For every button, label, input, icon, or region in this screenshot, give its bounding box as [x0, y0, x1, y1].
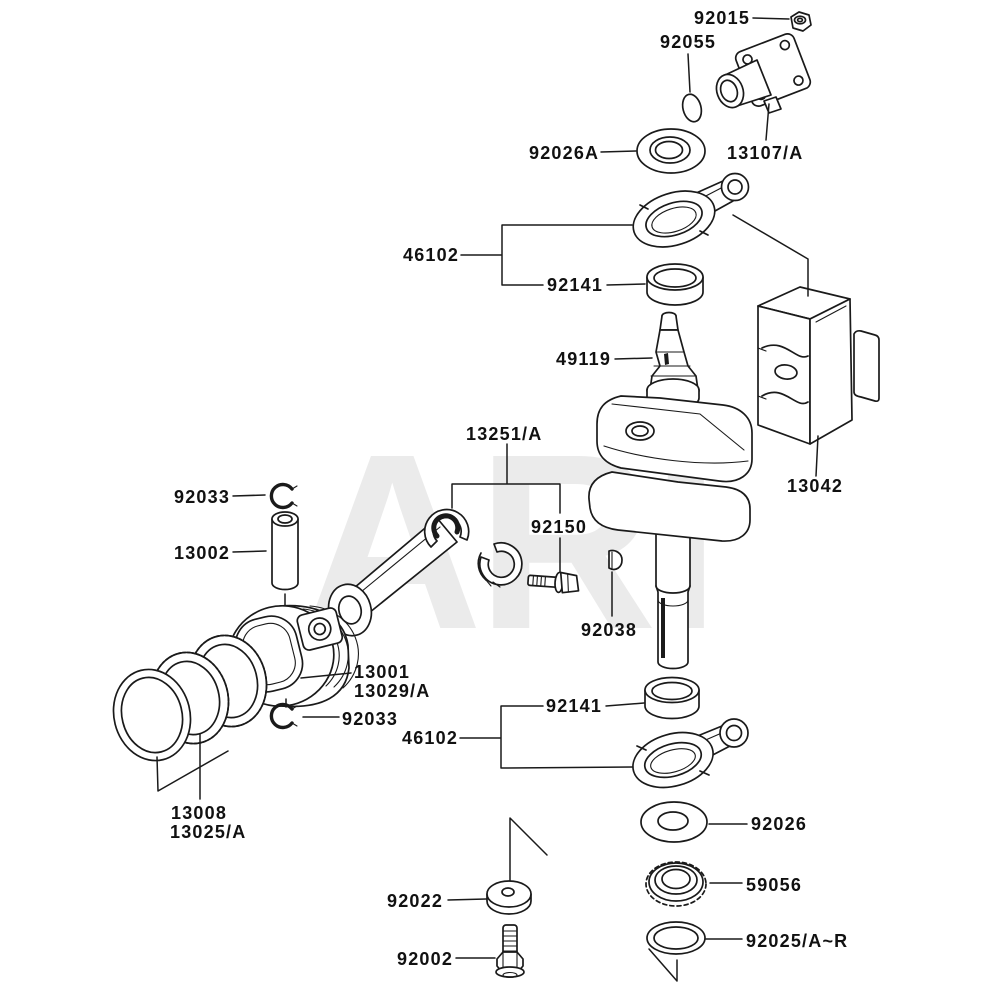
part-label-92026: 92026	[751, 814, 807, 834]
part-label-92141-bottom: 92141	[546, 696, 602, 716]
part-label-92022: 92022	[387, 891, 443, 911]
damper-washer-drawing	[486, 817, 548, 915]
oring-drawing	[681, 93, 703, 123]
part-label-92002: 92002	[397, 949, 453, 969]
balancer-weight-drawing	[757, 286, 880, 445]
piston-rings-drawing	[112, 634, 268, 762]
part-label-92150: 92150	[531, 517, 587, 537]
part-label-13251A: 13251/A	[466, 424, 542, 444]
shim-ring-drawing	[646, 921, 706, 982]
part-label-49119: 49119	[556, 349, 611, 369]
connecting-rod-top-drawing	[632, 172, 750, 248]
connecting-rod-bottom-drawing	[632, 718, 749, 789]
rod-bolt-drawing	[527, 571, 580, 594]
part-label-13029A: 13029/A	[354, 681, 430, 701]
part-label-59056: 59056	[746, 875, 802, 895]
circlip-bottom-drawing	[269, 698, 298, 730]
crankshaft-drawing	[588, 311, 753, 670]
part-label-92141-top: 92141	[547, 275, 603, 295]
part-label-92038: 92038	[581, 620, 637, 640]
part-label-92055: 92055	[660, 32, 716, 52]
piston-pin-drawing	[271, 511, 299, 591]
big-end-bushing-bottom-drawing	[644, 676, 700, 720]
big-end-bushing-top-drawing	[646, 263, 704, 306]
woodruff-key-drawing	[608, 549, 623, 571]
bearing-cap-drawing	[477, 542, 523, 588]
flange-bolt-drawing	[495, 924, 525, 979]
circlip-top-drawing	[269, 482, 298, 510]
part-label-46102-bottom: 46102	[402, 728, 458, 748]
part-label-13001: 13001	[354, 662, 410, 682]
cam-tensioner-drawing	[715, 33, 812, 114]
plain-washer-drawing	[640, 801, 708, 843]
leader-lines	[156, 17, 819, 959]
part-label-13025A: 13025/A	[170, 822, 246, 842]
part-label-92025AR: 92025/A~R	[746, 931, 848, 951]
gear-drawing	[645, 861, 707, 907]
part-label-92033-top: 92033	[174, 487, 230, 507]
part-label-92015: 92015	[694, 8, 750, 28]
part-label-13002: 13002	[174, 543, 230, 563]
part-label-13008: 13008	[171, 803, 227, 823]
part-label-46102-top: 46102	[403, 245, 459, 265]
flange-nut-drawing	[790, 11, 812, 32]
part-label-92033-bottom: 92033	[342, 709, 398, 729]
part-label-13042: 13042	[787, 476, 843, 496]
thrust-washer-a-drawing	[636, 128, 706, 174]
part-label-92026A: 92026A	[529, 143, 599, 163]
part-label-13107A: 13107/A	[727, 143, 803, 163]
